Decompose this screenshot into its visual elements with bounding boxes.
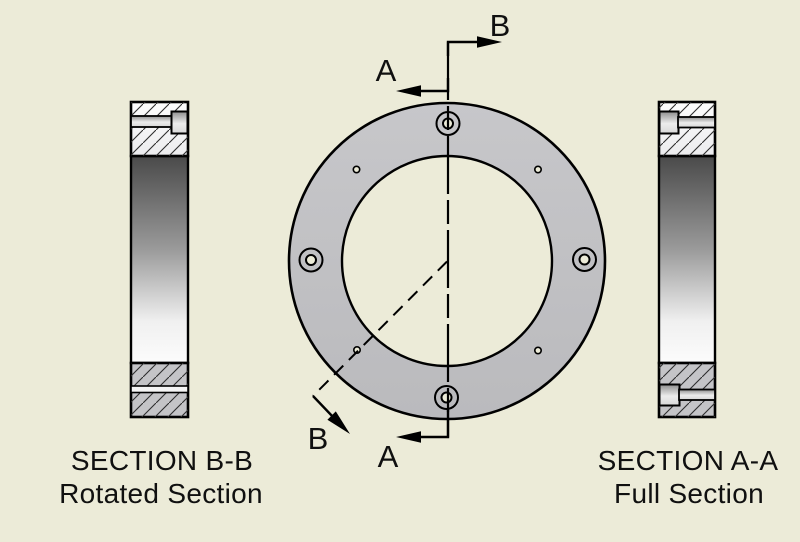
bolt-hole-right (572, 247, 597, 272)
bolt-hole-bottom (434, 385, 459, 410)
bolt-hole-slot (678, 388, 716, 401)
counterbore (658, 383, 681, 407)
section-arrow-a-bottom-icon (396, 431, 421, 443)
counterbore (170, 110, 189, 135)
section-view-b-b[interactable] (129, 100, 190, 419)
counterbore (658, 110, 680, 135)
bolt-hole-slot (130, 115, 173, 128)
bolt-hole-left (298, 247, 324, 273)
bore-surface (129, 154, 190, 365)
arrow-arm (446, 40, 478, 56)
section-arrow-b-bottom-icon (327, 411, 350, 434)
section-arrow-b-top-icon (477, 36, 502, 48)
section-view-a-a[interactable] (657, 100, 717, 419)
section-label-b-top: B (490, 8, 511, 43)
section-label-b-bottom: B (308, 421, 329, 456)
section-label-a-top: A (376, 53, 397, 88)
section-label-a-bottom: A (378, 439, 399, 474)
section-line-b[interactable] (312, 36, 502, 434)
caption-section-a-title: SECTION A-A (598, 445, 779, 476)
bore-surface (657, 154, 717, 365)
bolt-hole-slot (677, 116, 716, 129)
caption-section-a-subtitle: Full Section (614, 478, 764, 509)
small-hole-se (533, 346, 542, 355)
caption-section-b-subtitle: Rotated Section (59, 478, 263, 509)
arrow-arm (312, 395, 335, 419)
section-line-a[interactable] (396, 42, 450, 443)
cutting-line-diagonal (312, 260, 448, 397)
small-hole-ne (533, 165, 542, 174)
section-arrow-a-top-icon (396, 85, 421, 97)
small-hole-slot (130, 385, 189, 394)
caption-section-b-title: SECTION B-B (71, 445, 253, 476)
small-hole-nw (352, 165, 361, 174)
